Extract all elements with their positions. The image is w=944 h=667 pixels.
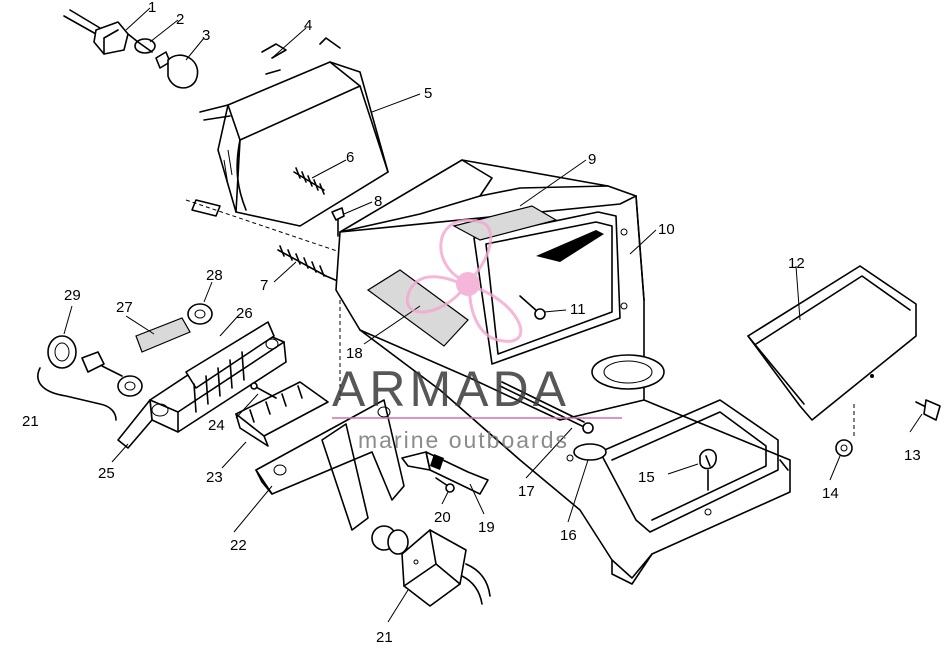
- label-part-7: 7: [260, 277, 268, 294]
- label-part-4: 4: [304, 17, 312, 34]
- part-17-bolt: [499, 381, 594, 434]
- label-part-24: 24: [208, 417, 225, 434]
- label-part-22: 22: [230, 537, 247, 554]
- label-part-14: 14: [822, 485, 839, 502]
- label-part-5: 5: [424, 85, 432, 102]
- label-part-21-upper: 21: [22, 413, 39, 430]
- label-part-13: 13: [904, 447, 921, 464]
- label-part-2: 2: [176, 11, 184, 28]
- part-9-decal: [452, 205, 558, 241]
- part-22-mount-bracket: [255, 300, 405, 531]
- part-2-socket: [134, 38, 156, 54]
- part-27-label: [135, 317, 191, 353]
- part-21-ignition-switch: [371, 525, 491, 607]
- part-3-bulb: [155, 51, 199, 89]
- guide-line-housing: [185, 199, 341, 253]
- label-part-29: 29: [64, 287, 81, 304]
- part-14-washer: [835, 439, 853, 457]
- label-part-1: 1: [148, 0, 156, 16]
- part-23-switch-block: [235, 381, 329, 447]
- label-part-15: 15: [638, 469, 655, 486]
- part-number-labels: 1 2 3 4 5 6 7 8 9 10 11 12 13 14 15 16 1…: [22, 0, 921, 646]
- label-part-3: 3: [202, 27, 210, 44]
- label-part-11: 11: [570, 301, 586, 318]
- part-20-screw: [435, 477, 455, 493]
- part-12-glovebox-door: [747, 265, 917, 436]
- part-18-decal: [366, 269, 469, 347]
- part-21-key: [37, 351, 143, 421]
- label-part-8: 8: [374, 193, 382, 210]
- part-16-cap: [573, 443, 607, 461]
- part-19-toggle-switch: [401, 451, 489, 495]
- part-1-connector: [93, 21, 139, 55]
- label-part-21-lower: 21: [376, 629, 393, 646]
- part-11-screw: [519, 295, 546, 320]
- watermark-logo: [406, 218, 523, 343]
- leader-lines: [63, 7, 923, 623]
- watermark-brand: ARMADA: [332, 361, 570, 417]
- watermark-tagline: marine outboards: [358, 427, 569, 453]
- part-26-switch-cover: [185, 321, 275, 413]
- part-4-clip: [261, 43, 287, 75]
- part-7-spring: [277, 245, 341, 283]
- label-part-23: 23: [206, 469, 223, 486]
- label-part-6: 6: [346, 149, 354, 166]
- label-part-12: 12: [788, 255, 805, 272]
- label-part-16: 16: [560, 527, 577, 544]
- part-15-latch: [699, 448, 717, 491]
- part-8-screw: [331, 207, 345, 237]
- label-part-26: 26: [236, 305, 253, 322]
- part-13-knob: [915, 399, 941, 421]
- label-part-27: 27: [116, 299, 133, 316]
- label-part-17: 17: [518, 483, 535, 500]
- label-part-18: 18: [346, 345, 363, 362]
- part-5-headlight-housing: [191, 37, 389, 227]
- part-24-pin: [250, 382, 277, 399]
- part-29-key-cap: [47, 335, 77, 369]
- part-10-dash-panel: [335, 159, 791, 585]
- label-part-9: 9: [588, 151, 596, 168]
- label-part-25: 25: [98, 465, 115, 482]
- wire-harness-top: [63, 9, 101, 35]
- label-part-10: 10: [658, 221, 675, 238]
- label-part-20: 20: [434, 509, 451, 526]
- label-part-19: 19: [478, 519, 495, 536]
- part-6-spring: [293, 167, 325, 195]
- part-28-grommet: [187, 303, 213, 325]
- label-part-28: 28: [206, 267, 223, 284]
